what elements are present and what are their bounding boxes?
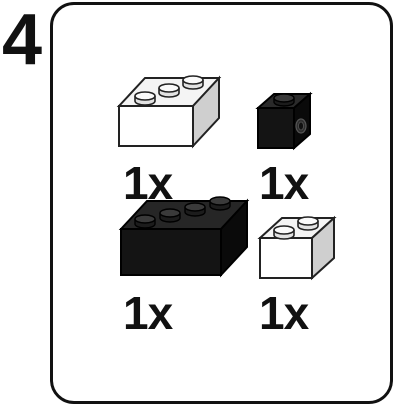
white-1x2-brick-image xyxy=(256,210,338,282)
step-number: 4 xyxy=(2,0,42,80)
white-1x3-brick-quantity: 1x xyxy=(123,157,173,209)
white-1x2-brick-quantity: 1x xyxy=(259,287,309,339)
black-1x4-brick-image xyxy=(117,193,257,281)
black-1x1-side-stud-brick-quantity: 1x xyxy=(259,157,309,209)
black-1x4-brick-quantity: 1x xyxy=(123,287,173,339)
white-1x3-brick-image xyxy=(115,68,225,153)
black-1x1-side-stud-brick-image xyxy=(254,84,316,154)
